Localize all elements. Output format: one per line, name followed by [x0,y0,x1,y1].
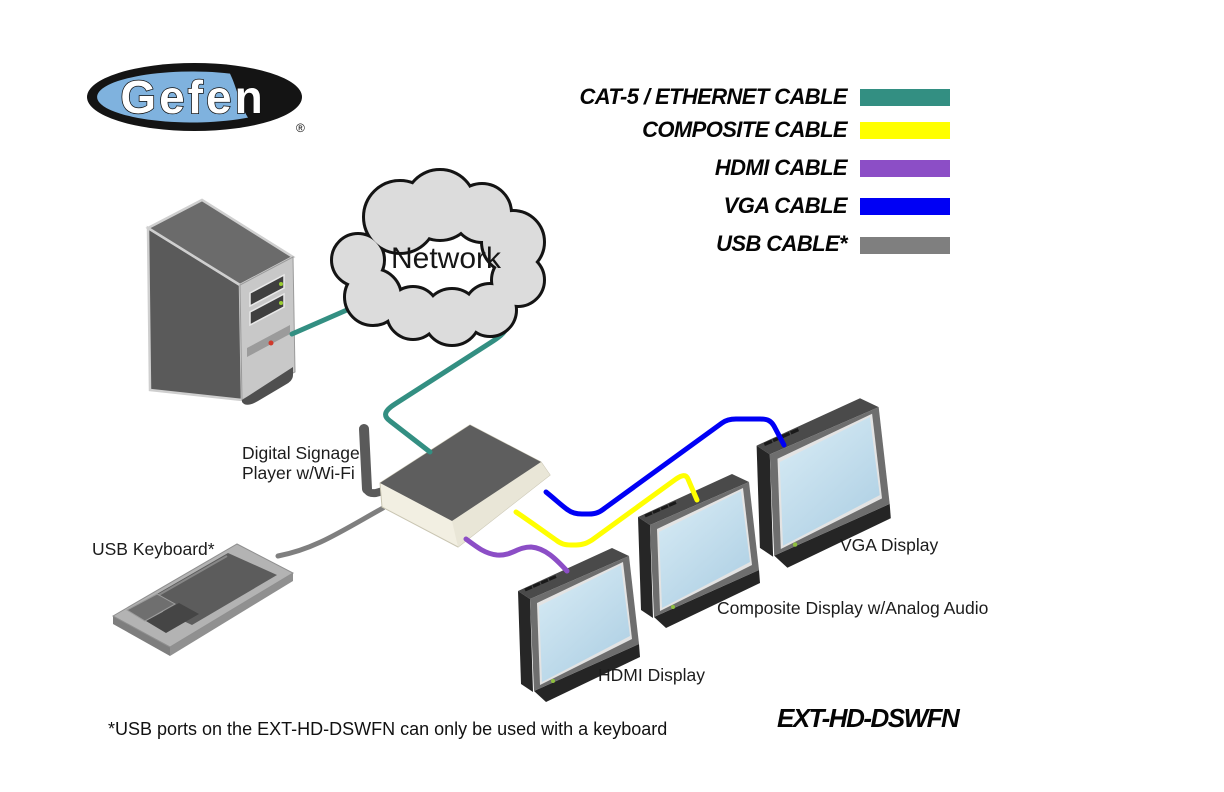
network-label: Network [391,242,502,275]
player-skirt-right [452,462,550,547]
keyboard-side-front [170,573,293,656]
gefen-logo: Gefen ® [87,63,305,135]
server-tower [145,198,296,405]
server-led-2 [279,301,283,305]
keyboard-touchpad [125,593,177,622]
keyboard-key-row-groove [149,555,228,601]
legend-swatch-composite [860,122,950,139]
usb-cable [275,505,386,559]
composite-cable [513,473,700,548]
registered-mark: ® [296,121,305,135]
legend-label-usb: USB CABLE* [716,231,849,256]
wifi-antenna-foot [363,485,387,498]
vga-display-label: VGA Display [840,535,938,555]
server-foot [242,367,293,405]
composite-display-label: Composite Display w/Analog Audio [717,598,988,618]
legend-row-composite: COMPOSITE CABLE [642,117,950,142]
wifi-antenna [359,424,372,494]
logo-swoosh [97,71,248,123]
legend-row-vga: VGA CABLE [724,193,950,218]
vga-cable [543,416,787,517]
brand-wordmark: Gefen [120,71,265,123]
server-lower-band [247,325,290,357]
player-label-line2: Player w/Wi-Fi [242,463,355,483]
legend-label-vga: VGA CABLE [724,193,849,218]
server-power-led [268,340,274,346]
player-label-line1: Digital Signage [242,443,360,463]
keyboard-palm-pad [146,603,199,633]
server-led-1 [279,282,283,286]
legend-swatch-cat5 [860,89,950,106]
player-top-face [380,425,541,521]
legend-label-hdmi: HDMI CABLE [715,155,849,180]
hdmi-display-label: HDMI Display [598,665,705,685]
legend-label-cat5: CAT-5 / ETHERNET CABLE [579,84,848,109]
keyboard-label: USB Keyboard* [92,539,215,559]
legend-label-composite: COMPOSITE CABLE [642,117,849,142]
legend-row-usb: USB CABLE* [716,231,950,256]
hdmi-cable [463,536,570,574]
labels: Digital Signage Player w/Wi-Fi USB Keybo… [92,443,988,739]
network-cloud: Network [330,168,546,347]
legend-swatch-vga [860,198,950,215]
server-drive-bay-1 [249,273,285,308]
usb-keyboard [111,543,295,656]
legend-swatch-usb [860,237,950,254]
model-number: EXT-HD-DSWFN [777,703,961,733]
keyboard-side-left [113,616,170,656]
signage-player [359,424,551,548]
cable-legend: CAT-5 / ETHERNET CABLE COMPOSITE CABLE H… [579,84,950,256]
legend-row-hdmi: HDMI CABLE [715,155,950,180]
legend-swatch-hdmi [860,160,950,177]
legend-row-cat5: CAT-5 / ETHERNET CABLE [579,84,950,109]
usb-footnote: *USB ports on the EXT-HD-DSWFN can only … [108,719,667,739]
server-drive-bay-2 [249,292,285,327]
cloud-body [333,171,543,344]
